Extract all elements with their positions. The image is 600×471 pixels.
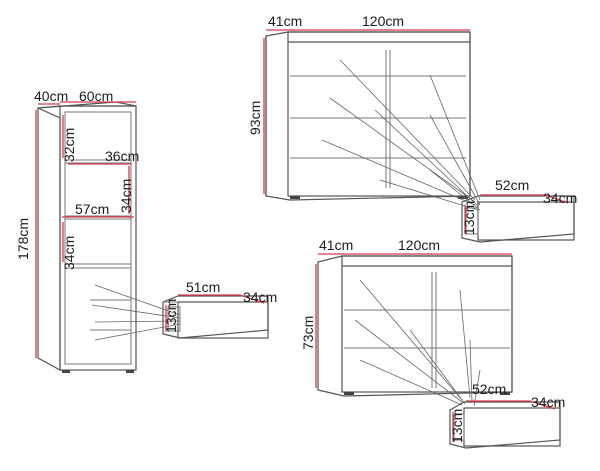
bookcase: 40cm 60cm 178cm 32cm 36cm 34cm 57cm 34cm — [15, 88, 181, 373]
cabinet-low-front — [341, 255, 513, 393]
bookcase-inner-width-label: 57cm — [75, 201, 109, 217]
cabinet-low: 41cm 120cm 73cm — [300, 237, 513, 407]
cabinet-low-height-label: 73cm — [300, 316, 316, 350]
cabinet-tall-drawer-height-label: 13cm — [461, 201, 477, 235]
cabinet-tall-drawer-width-label: 52cm — [495, 177, 529, 193]
cabinet-low-drawer-height-label: 13cm — [449, 409, 465, 443]
bookcase-shelf-low-label: 34cm — [61, 236, 77, 270]
cabinet-low-drawer: 52cm 34cm 13cm — [449, 381, 565, 449]
cabinet-low-drawer-depth-label: 34cm — [531, 394, 565, 410]
bookcase-drawer-depth-label: 34cm — [243, 289, 277, 305]
cabinet-tall-depth-label: 41cm — [268, 13, 302, 29]
cabinet-low-depth-label: 41cm — [319, 237, 353, 253]
cabinet-low-drawer-depth-line — [529, 400, 556, 410]
cabinet-tall-drawer-depth-line — [544, 194, 569, 204]
bookcase-depth-label: 40cm — [34, 88, 68, 104]
bookcase-drawer-width-label: 51cm — [186, 279, 220, 295]
bookcase-shelf-mid-label: 34cm — [118, 179, 134, 213]
cabinet-tall-front — [287, 31, 471, 197]
bookcase-shelf-width-label: 36cm — [105, 148, 139, 164]
bookcase-width-label: 60cm — [79, 88, 113, 104]
bookcase-side-panel — [37, 107, 61, 372]
bookcase-drawer-height-label: 13cm — [163, 299, 179, 333]
cabinet-low-width-label: 120cm — [398, 237, 440, 253]
cabinet-tall-height-label: 93cm — [247, 101, 263, 135]
cabinet-low-drawer-width-label: 52cm — [472, 381, 506, 397]
cabinet-tall-drawer-depth-label: 34cm — [543, 190, 577, 206]
cabinet-tall: 41cm 120cm 93cm — [247, 13, 481, 211]
bookcase-height-label: 178cm — [15, 218, 31, 260]
bookcase-shelf-top-label: 32cm — [61, 128, 77, 162]
cabinet-tall-width-label: 120cm — [362, 13, 404, 29]
bookcase-drawer: 51cm 34cm 13cm — [162, 279, 277, 339]
bookcase-drawer-depth-line — [239, 294, 265, 304]
cabinet-tall-drawer: 52cm 34cm 13cm — [461, 177, 577, 243]
